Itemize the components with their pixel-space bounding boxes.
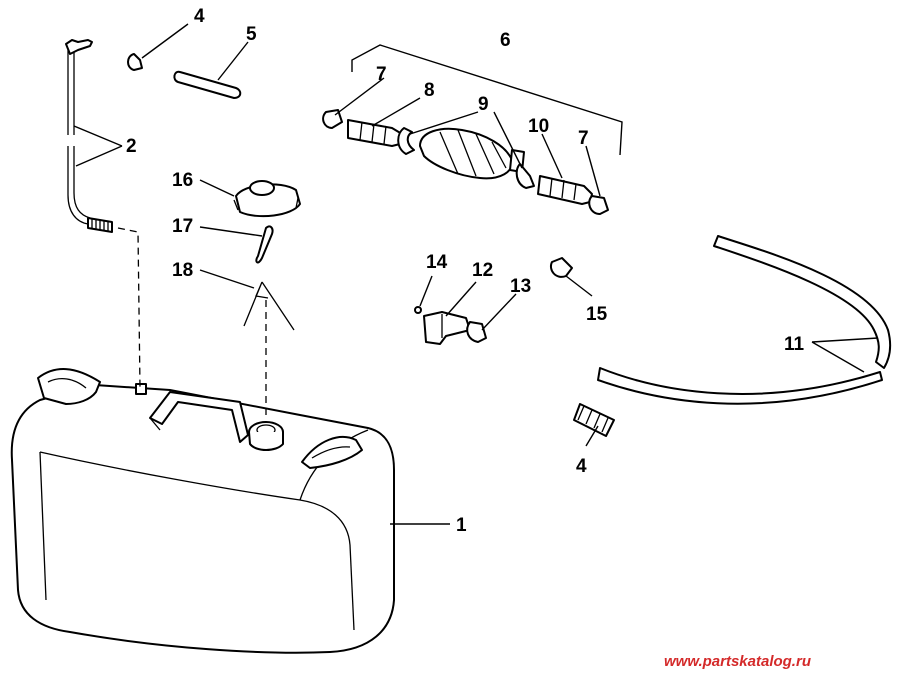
- callout-6: 6: [500, 30, 511, 51]
- callout-18: 18: [172, 260, 193, 281]
- pin-part-5: [173, 70, 242, 99]
- spring-retainer: [243, 281, 295, 420]
- cap-retainer: [255, 225, 274, 264]
- callout-13: 13: [510, 276, 531, 297]
- fuel-tank: [10, 368, 395, 654]
- callout-1: 1: [456, 515, 467, 536]
- callout-8: 8: [424, 80, 435, 101]
- callout-15: 15: [586, 304, 608, 325]
- leader-lines: [73, 23, 879, 525]
- callout-17: 17: [172, 216, 193, 237]
- callout-2: 2: [126, 136, 137, 157]
- callout-4-top: 4: [194, 6, 205, 27]
- primer-bulb-assembly: [322, 44, 623, 215]
- callout-11: 11: [784, 334, 805, 355]
- hose-sleeve: [573, 403, 615, 437]
- clamp-part-15: [550, 257, 573, 278]
- fuel-pickup-tube: [65, 39, 141, 389]
- callout-7-right: 7: [578, 128, 589, 149]
- callouts: 4 5 6 7 8 9 10 7 2 16 17 18 14 12 13 15 …: [126, 6, 805, 536]
- filler-cap: [233, 180, 301, 218]
- callout-12: 12: [472, 260, 493, 281]
- clamp-part-13: [466, 321, 487, 343]
- callout-10: 10: [528, 116, 549, 137]
- callout-4-bottom: 4: [576, 456, 587, 477]
- callout-7-left: 7: [376, 64, 387, 85]
- callout-16: 16: [172, 170, 193, 191]
- callout-5: 5: [246, 24, 257, 45]
- fuel-hose: [597, 235, 892, 405]
- fuel-fitting: [423, 311, 471, 345]
- o-ring: [414, 306, 422, 314]
- clip-part-4-top: [127, 53, 143, 71]
- callout-14: 14: [426, 252, 448, 273]
- callout-9: 9: [478, 94, 489, 115]
- watermark: www.partskatalog.ru: [664, 653, 811, 670]
